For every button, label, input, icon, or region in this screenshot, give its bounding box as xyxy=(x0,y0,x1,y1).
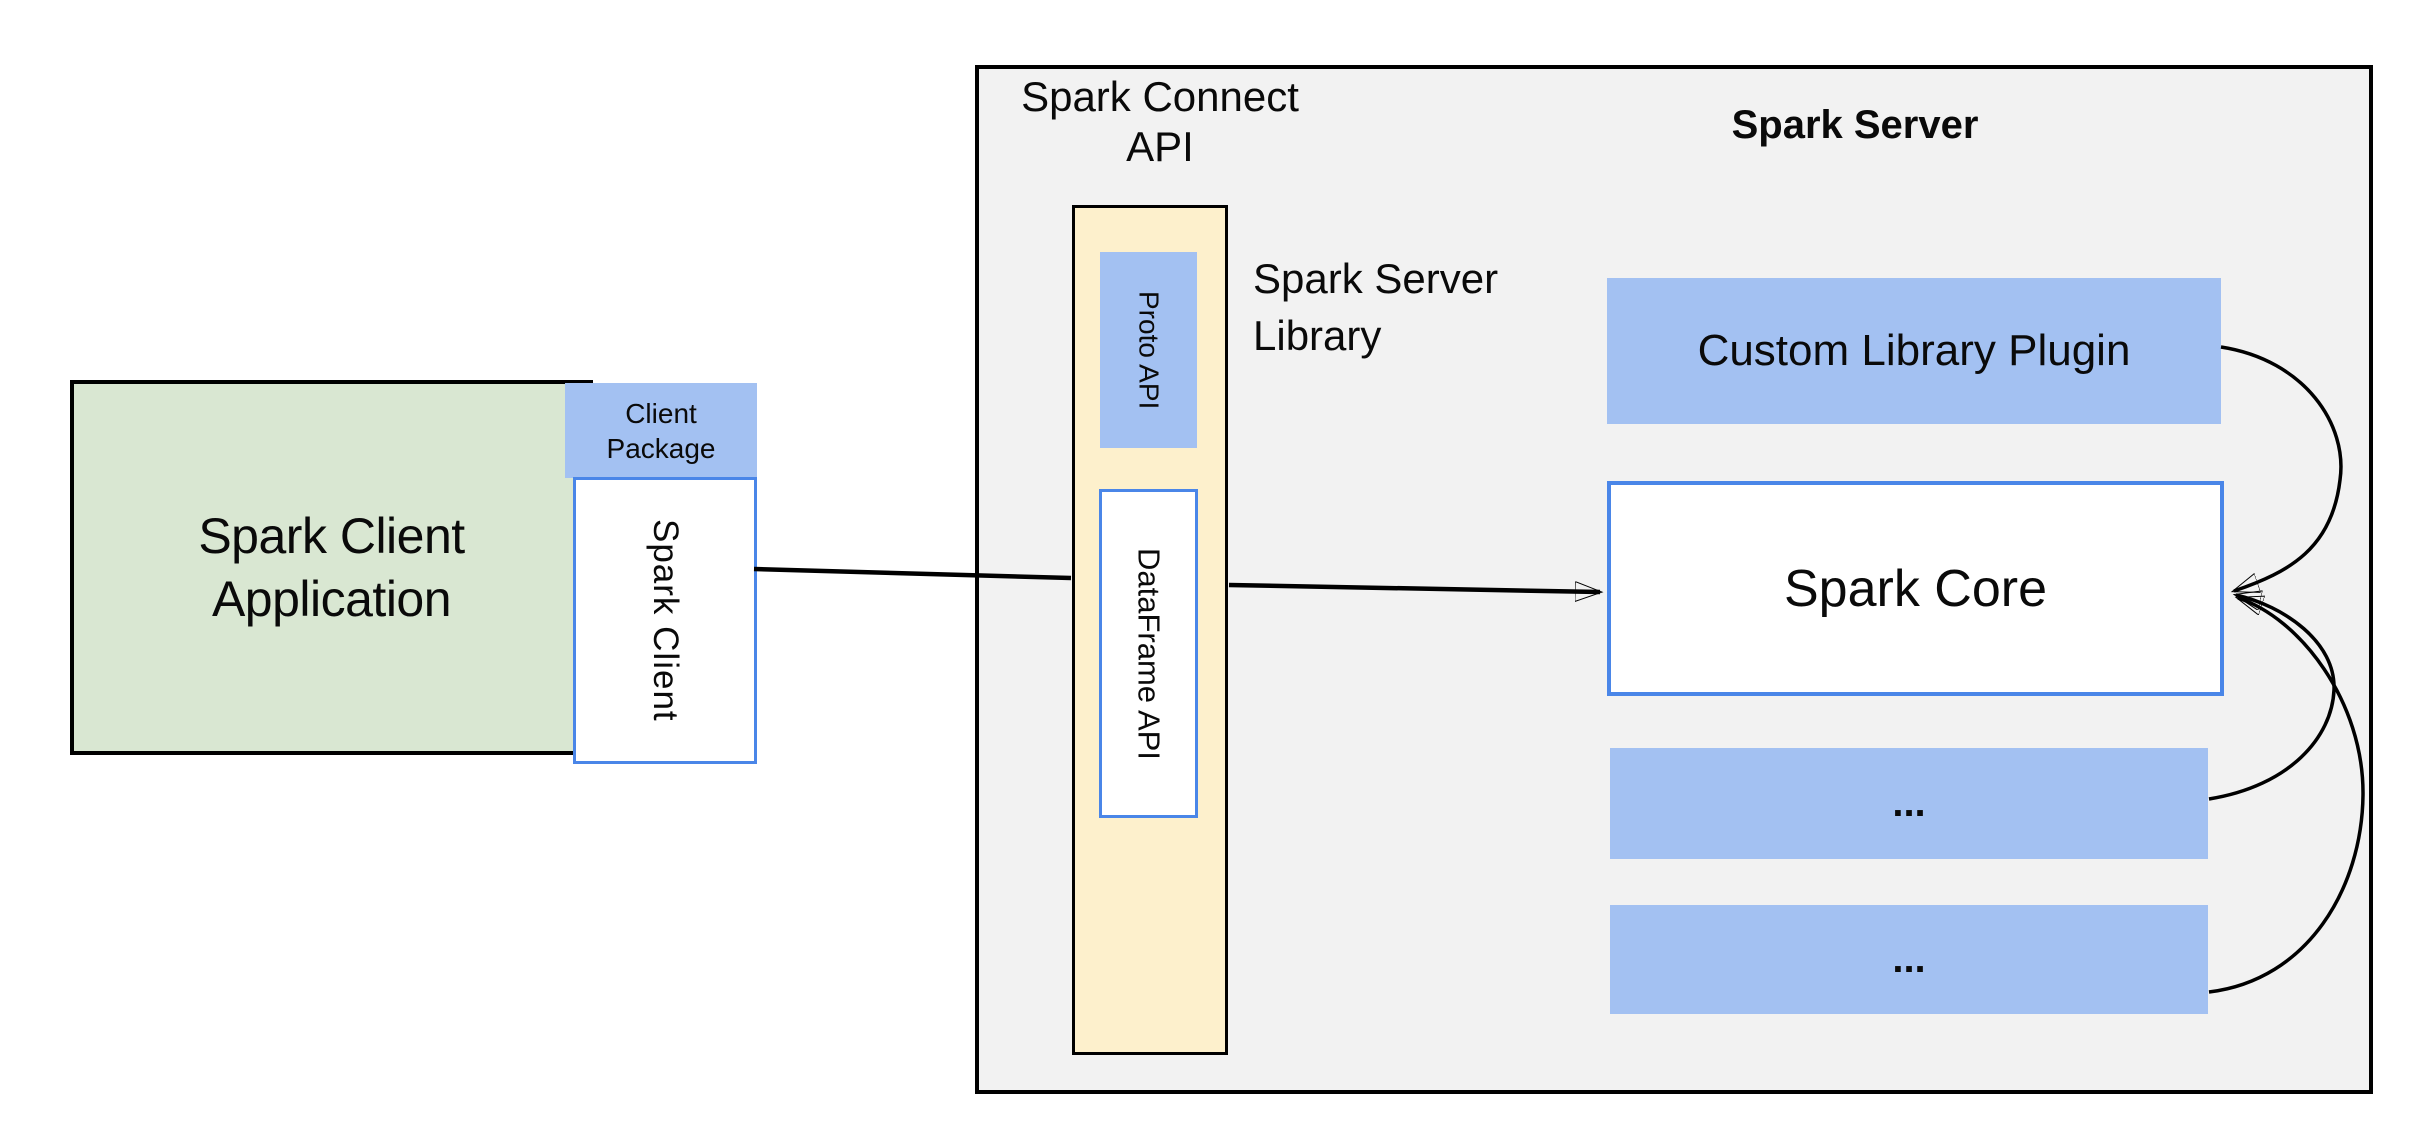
spark-connect-api-label: Spark Connect API xyxy=(985,72,1335,173)
dataframe-api-label: DataFrame API xyxy=(1131,547,1167,760)
client-package-label-line1: Client xyxy=(625,397,697,429)
spark-client-application-label-line1: Spark Client xyxy=(198,507,465,564)
spark-server-title: Spark Server xyxy=(1731,103,1979,147)
spark-client-label: Spark Client xyxy=(646,519,685,722)
spark-server-library-label: Spark Server Library xyxy=(1253,250,1613,364)
plugin-placeholder-1-label: ... xyxy=(1892,781,1926,825)
spark-server-library-label-line2: Library xyxy=(1253,312,1382,360)
spark-connect-api-label-line1: Spark Connect xyxy=(1021,73,1299,120)
client-package-box: Client Package xyxy=(565,383,757,478)
spark-server-library-label-line1: Spark Server xyxy=(1253,255,1499,302)
spark-core-label: Spark Core xyxy=(1784,559,2047,618)
plugin-placeholder-box-1: ... xyxy=(1610,748,2208,859)
spark-client-application-label: Spark Client Application xyxy=(198,505,465,631)
dataframe-api-box: DataFrame API xyxy=(1099,489,1198,818)
spark-core-box: Spark Core xyxy=(1607,481,2224,696)
spark-client-box: Spark Client xyxy=(573,477,757,764)
client-package-label-line2: Package xyxy=(606,432,716,464)
proto-api-label: Proto API xyxy=(1133,290,1165,410)
spark-connect-api-label-line2: API xyxy=(1126,123,1194,171)
spark-client-application-box: Spark Client Application xyxy=(70,380,593,755)
client-package-label: Client Package xyxy=(607,396,716,466)
plugin-placeholder-2-label: ... xyxy=(1892,937,1926,981)
plugin-placeholder-box-2: ... xyxy=(1610,905,2208,1014)
spark-client-application-label-line2: Application xyxy=(211,570,452,627)
custom-library-plugin-box: Custom Library Plugin xyxy=(1607,278,2221,424)
proto-api-box: Proto API xyxy=(1100,252,1197,448)
custom-library-plugin-label: Custom Library Plugin xyxy=(1697,326,2131,375)
